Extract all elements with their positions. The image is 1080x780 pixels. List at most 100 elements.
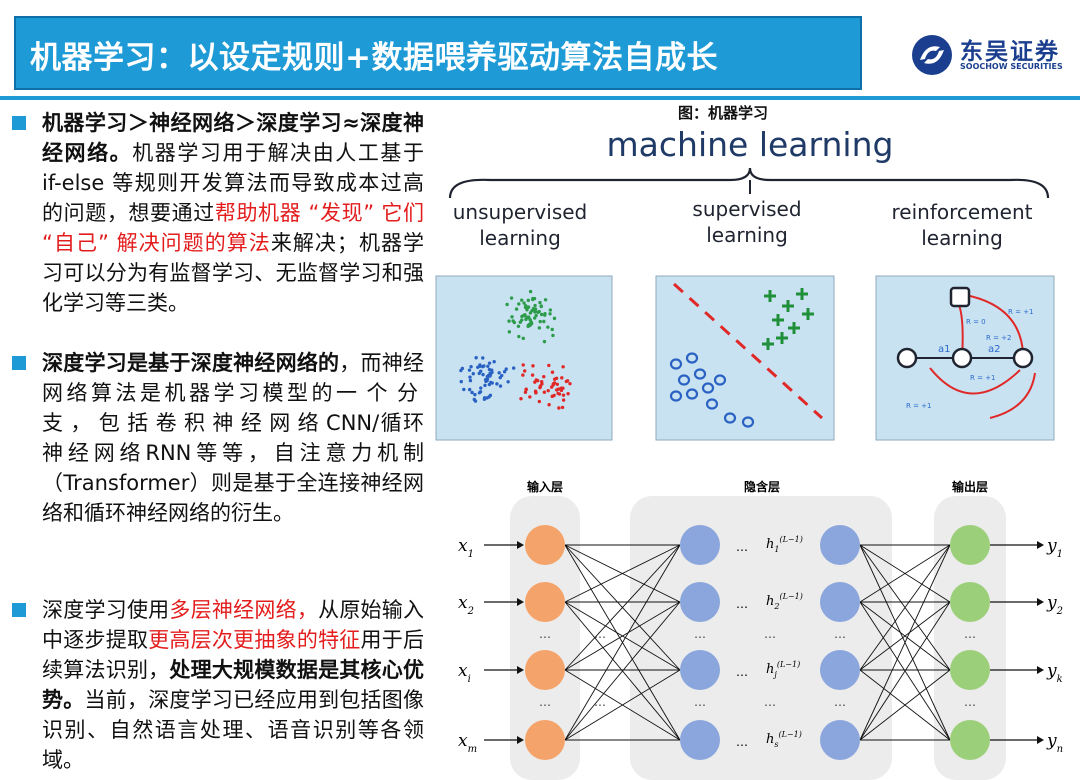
cluster-dot (531, 364, 535, 368)
cluster-dot (537, 309, 541, 314)
vertical-ellipsis: … (594, 627, 606, 641)
cluster-dot (523, 305, 528, 309)
cluster-dot (498, 384, 503, 388)
circle-mark (669, 390, 683, 402)
cluster-dot (547, 363, 551, 368)
output-layer-band (934, 496, 1006, 780)
input-label: xi (458, 661, 471, 685)
network-edge (859, 601, 951, 671)
cluster-dot (550, 327, 554, 332)
state-node (951, 347, 973, 369)
cluster-dot (560, 405, 565, 410)
input-neuron (525, 720, 565, 760)
branch-unsupervised-line2: learning (479, 226, 561, 250)
cluster-dot (492, 359, 496, 364)
rl-label-r1c: R = +1 (906, 402, 932, 410)
bullet-1-body: 机器学习用于解决由人工基于 if-else 等规则开发算法而导致成本过高的问题，… (42, 141, 424, 225)
cluster-dot (552, 316, 557, 321)
cluster-dot (489, 380, 493, 385)
circle-mark (723, 412, 737, 424)
output-neuron (950, 720, 990, 760)
cluster-dot (521, 336, 525, 341)
bullet-1-highlight: 帮助机器 “发现” 它们 “自己” 解决问题的算法 (42, 201, 425, 255)
plus-mark (782, 300, 794, 312)
logo-english-name: SOOCHOW SECURITIES (960, 62, 1063, 71)
circle-mark (713, 374, 727, 386)
plus-mark (772, 314, 784, 326)
output-neuron (950, 525, 990, 565)
cluster-dot (523, 390, 528, 395)
cluster-dot (485, 378, 489, 383)
output-label: y1 (1046, 536, 1063, 560)
output-layer-label: 输出层 (952, 479, 988, 494)
cluster-dot (520, 314, 524, 319)
branch-unsupervised-line1: unsupervised (453, 200, 587, 224)
bullet-3-lead: 深度学习使用 (42, 598, 170, 622)
plus-mark (802, 308, 814, 320)
bullet-1-tail: 来解决；机器学习可以分为有监督学习、无监督学习和强化学习等三类。 (42, 231, 425, 315)
hidden-layer-label: 隐含层 (744, 479, 780, 494)
hidden-neuron (680, 582, 720, 622)
vertical-ellipsis: … (834, 695, 846, 709)
cluster-dot (537, 326, 542, 330)
cluster-dot (551, 333, 555, 338)
ml-main-title: machine learning (607, 125, 894, 164)
cluster-dot (467, 368, 472, 372)
cluster-dot (551, 383, 555, 387)
rl-label-r1: R = +1 (1008, 308, 1034, 316)
cluster-dot (507, 319, 511, 323)
vertical-ellipsis: … (964, 627, 976, 641)
cluster-dot (528, 395, 532, 399)
input-neuron (525, 650, 565, 690)
network-edge (564, 544, 681, 671)
cluster-dot (502, 370, 507, 374)
bullet-1-bold-lead: 机器学习＞神经网络＞深度学习≈深度神经网络。 (42, 111, 424, 165)
vertical-ellipsis: … (764, 695, 776, 709)
cluster-dot (548, 308, 553, 312)
input-label: xm (458, 731, 477, 755)
cluster-dot (560, 376, 564, 380)
hidden-neuron (820, 525, 860, 565)
vertical-ellipsis: … (694, 695, 706, 709)
arrow-head (1037, 541, 1044, 549)
bullet-3-tail: 当前，深度学习已经应用到包括图像识别、自然语言处理、语音识别等各领域。 (42, 688, 425, 772)
network-edge (564, 601, 681, 741)
cluster-dot (478, 390, 483, 394)
cluster-dot (509, 296, 514, 300)
cluster-dot (550, 394, 554, 399)
hidden-neuron (820, 582, 860, 622)
cluster-dot (542, 339, 547, 344)
cluster-dot (534, 313, 538, 318)
cluster-dot (561, 365, 565, 369)
header-divider (0, 96, 1080, 100)
network-edge (564, 601, 681, 671)
cluster-dot (566, 391, 570, 396)
title-bar: 机器学习：以设定规则+数据喂养驱动算法自成长 (14, 16, 862, 90)
cluster-dot (530, 297, 535, 302)
cluster-dot (467, 387, 472, 392)
bullet-2-text: 深度学习是基于深度神经网络的，而神经网络算法是机器学习模型的一个分支，包括卷积神… (42, 348, 424, 528)
cluster-dot (505, 302, 509, 307)
rl-label-a1: a1 (938, 344, 951, 355)
bullet-marker (12, 356, 26, 370)
network-edge (859, 544, 951, 741)
cluster-dot (521, 373, 525, 377)
bullet-3-mid-1: 从原始输入中逐步提取 (42, 598, 425, 652)
cluster-dot (485, 396, 489, 400)
network-edge (564, 544, 681, 603)
cluster-dot (528, 318, 532, 322)
network-edge (859, 544, 951, 671)
bullet-3-mid-2: 用于后续算法识别， (42, 628, 425, 682)
circle-mark (705, 398, 719, 410)
cluster-dot (460, 366, 465, 371)
page-title: 机器学习：以设定规则+数据喂养驱动算法自成长 (30, 40, 718, 76)
text-column: 机器学习＞神经网络＞深度学习≈深度神经网络。机器学习用于解决由人工基于 if-e… (10, 108, 425, 776)
cluster-dot (468, 375, 472, 379)
cluster-dot (555, 382, 560, 386)
bullet-1-text: 机器学习＞神经网络＞深度学习≈深度神经网络。机器学习用于解决由人工基于 if-e… (42, 108, 424, 318)
cluster-dot (538, 384, 543, 389)
cluster-dot (488, 393, 493, 398)
cluster-dot (546, 325, 550, 329)
cluster-dot (510, 315, 514, 319)
